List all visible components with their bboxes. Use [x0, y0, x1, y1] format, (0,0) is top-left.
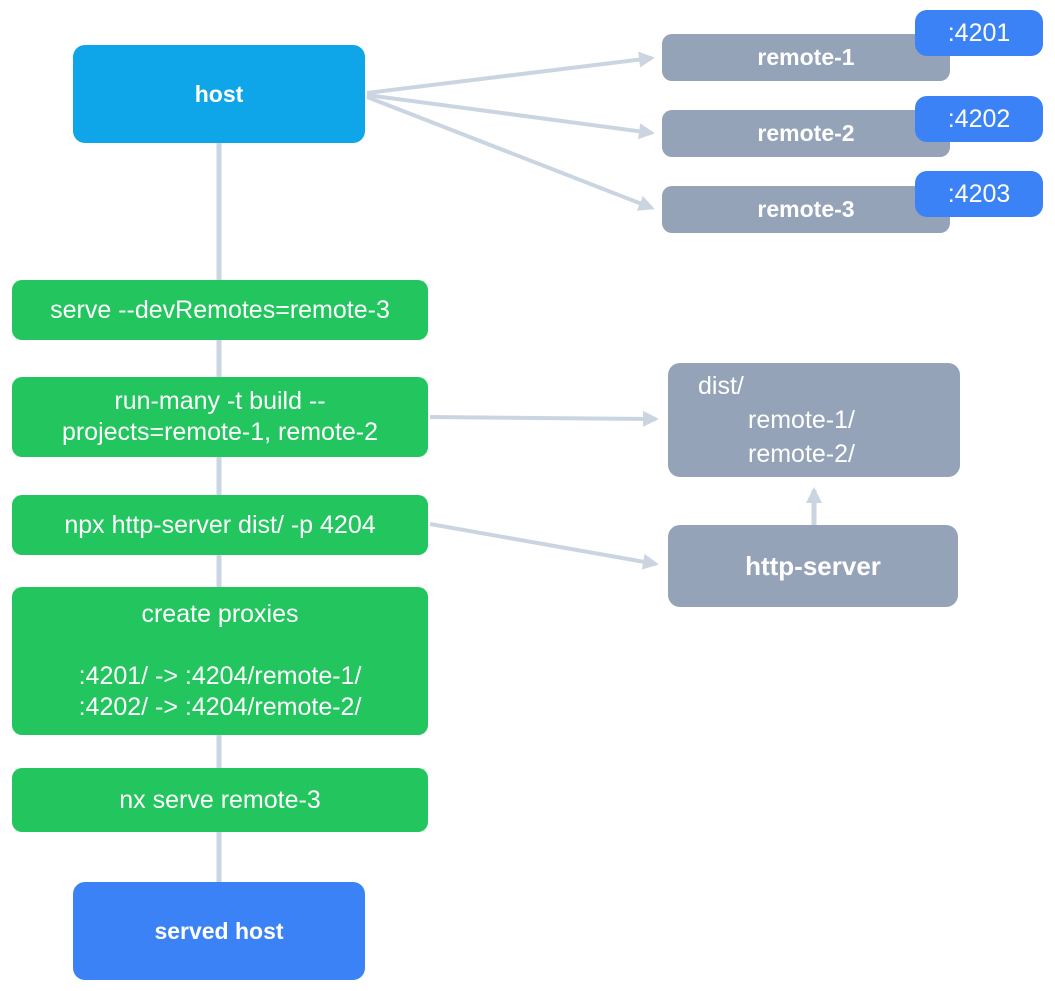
served-host-label: served host: [154, 917, 284, 944]
remote-2-port: :4202: [947, 104, 1011, 133]
http-server-node: http-server: [668, 525, 958, 607]
step-text: :4202/ -> :4204/remote-2/: [78, 693, 362, 721]
remote-3-label: remote-3: [757, 196, 855, 222]
step-text: :4201/ -> :4204/remote-1/: [78, 662, 362, 690]
step-text: serve --devRemotes=remote-3: [50, 295, 390, 324]
step-nx-serve-remote-3: nx serve remote-3: [12, 768, 428, 832]
remote-2-label: remote-2: [757, 120, 855, 146]
remote-1-node: remote-1: [662, 34, 950, 81]
host-node: host: [73, 45, 365, 143]
remote-1-port: :4201: [947, 18, 1011, 47]
remote-2-port-badge: :4202: [915, 96, 1043, 142]
dist-line: dist/: [698, 372, 744, 400]
remote-1-label: remote-1: [757, 44, 855, 70]
step-text: nx serve remote-3: [119, 785, 321, 814]
remote-3-node: remote-3: [662, 186, 950, 233]
dist-line: remote-1/: [748, 406, 855, 434]
step-text: create proxies: [141, 600, 299, 628]
step-create-proxies: create proxies :4201/ -> :4204/remote-1/…: [12, 587, 428, 735]
arrow-host-to-remote-1: [366, 51, 655, 95]
step-serve-dev-remotes: serve --devRemotes=remote-3: [12, 280, 428, 340]
served-host-node: served host: [73, 882, 365, 980]
arrow-command-to-http-server: [429, 522, 659, 570]
step-run-many-build: run-many -t build -- projects=remote-1, …: [12, 377, 428, 457]
remote-2-node: remote-2: [662, 110, 950, 157]
step-text: projects=remote-1, remote-2: [61, 418, 379, 446]
dist-line: remote-2/: [748, 440, 855, 468]
host-label: host: [194, 80, 244, 107]
arrow-host-to-remote-2: [366, 93, 655, 140]
step-text: run-many -t build --: [114, 387, 326, 415]
remote-3-port-badge: :4203: [915, 171, 1043, 217]
arrow-build-to-dist: [429, 410, 659, 427]
dist-folder-node: dist/ remote-1/ remote-2/: [668, 363, 960, 477]
http-server-label: http-server: [745, 550, 881, 581]
step-text: npx http-server dist/ -p 4204: [64, 510, 376, 539]
remote-1-port-badge: :4201: [915, 10, 1043, 56]
remote-3-port: :4203: [947, 179, 1011, 208]
arrow-host-to-remote-3: [366, 95, 655, 211]
step-npx-http-server: npx http-server dist/ -p 4204: [12, 495, 428, 555]
